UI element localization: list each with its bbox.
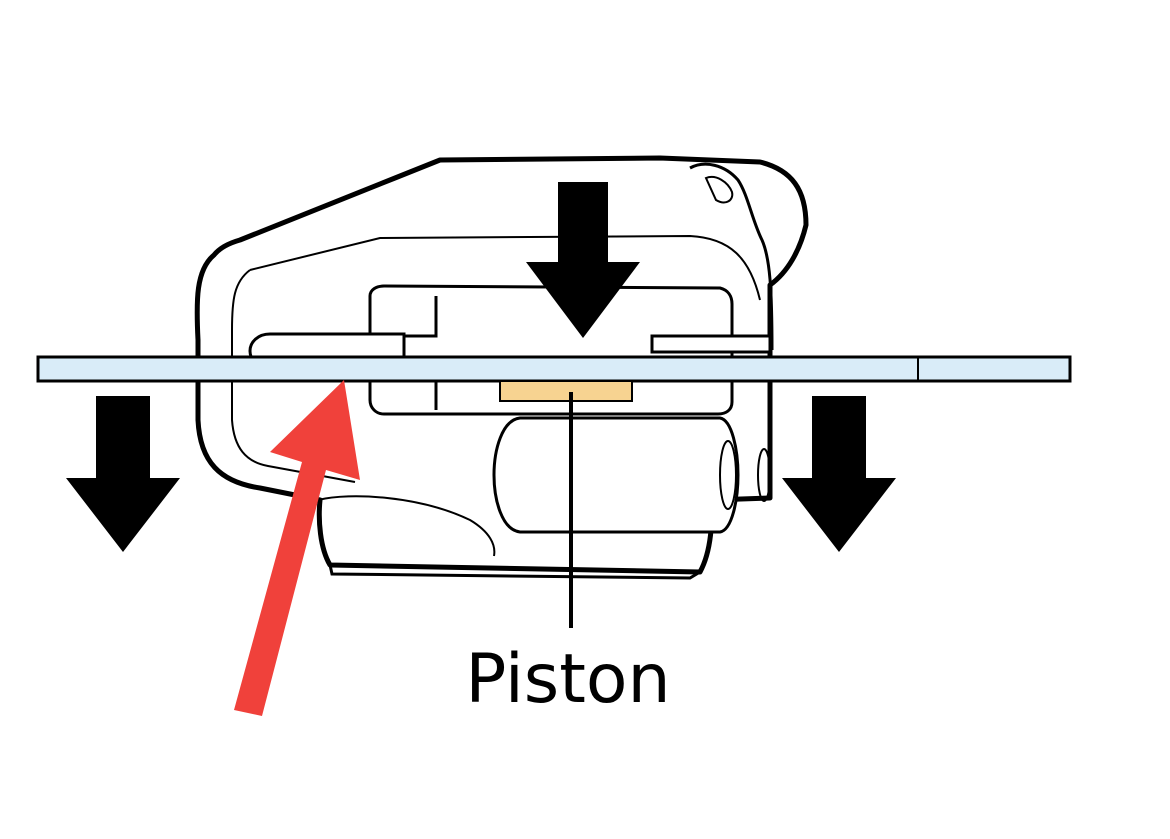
- right-pad-block: [650, 334, 772, 354]
- caliper-bottom-foot: [328, 564, 701, 580]
- piston-cylinder-outer-end: [757, 448, 771, 502]
- piston-cylinder-end: [719, 440, 737, 510]
- piston-label: Piston: [465, 640, 670, 719]
- piston-cylinder: [492, 416, 740, 534]
- disc-rotor: [36, 355, 1072, 383]
- caliper-inner-contour: [231, 269, 356, 483]
- force-arrow-top: [526, 182, 640, 338]
- brake-pad: [499, 380, 633, 402]
- bleed-nipple: [689, 162, 774, 351]
- caliper-lower-contour: [317, 495, 496, 557]
- pointer-arrow: [234, 380, 360, 716]
- force-arrow-right: [782, 396, 896, 552]
- caliper-upper-contour: [249, 234, 761, 301]
- bleed-nipple-detail: [704, 176, 734, 204]
- force-arrow-left: [66, 396, 180, 552]
